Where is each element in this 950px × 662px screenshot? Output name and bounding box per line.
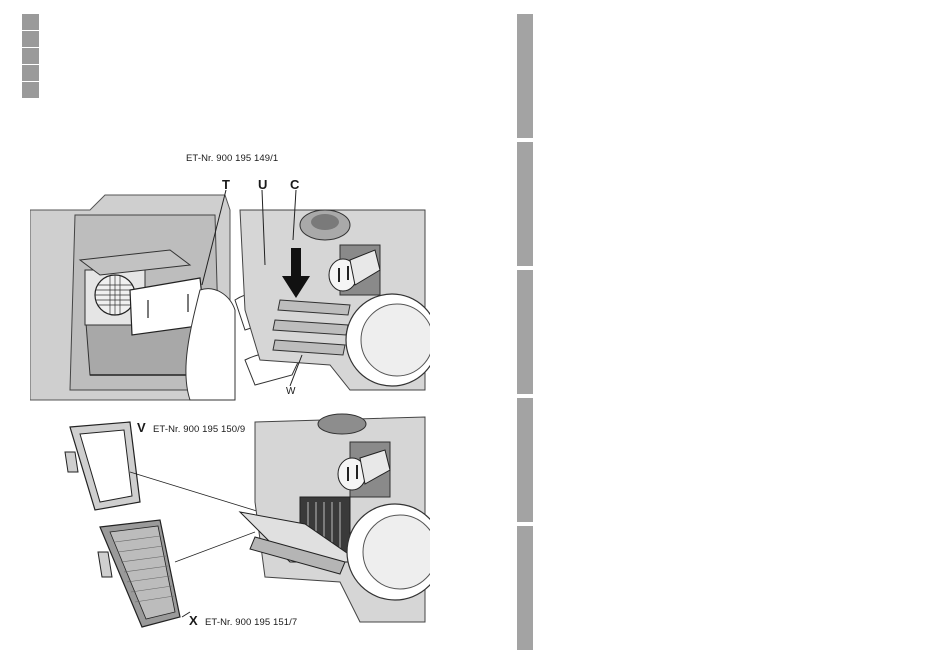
marker-square (22, 14, 39, 30)
section-tab (517, 526, 533, 650)
illustration-filter-removal (30, 190, 430, 402)
marker-square (22, 31, 39, 47)
part-number-top: ET-Nr. 900 195 149/1 (186, 153, 278, 164)
marker-square (22, 48, 39, 64)
illustration-filter-exploded (60, 412, 430, 637)
section-tab (517, 142, 533, 266)
section-tab (517, 398, 533, 522)
section-tab (517, 14, 533, 138)
section-tab (517, 270, 533, 394)
marker-square (22, 82, 39, 98)
marker-square (22, 65, 39, 81)
